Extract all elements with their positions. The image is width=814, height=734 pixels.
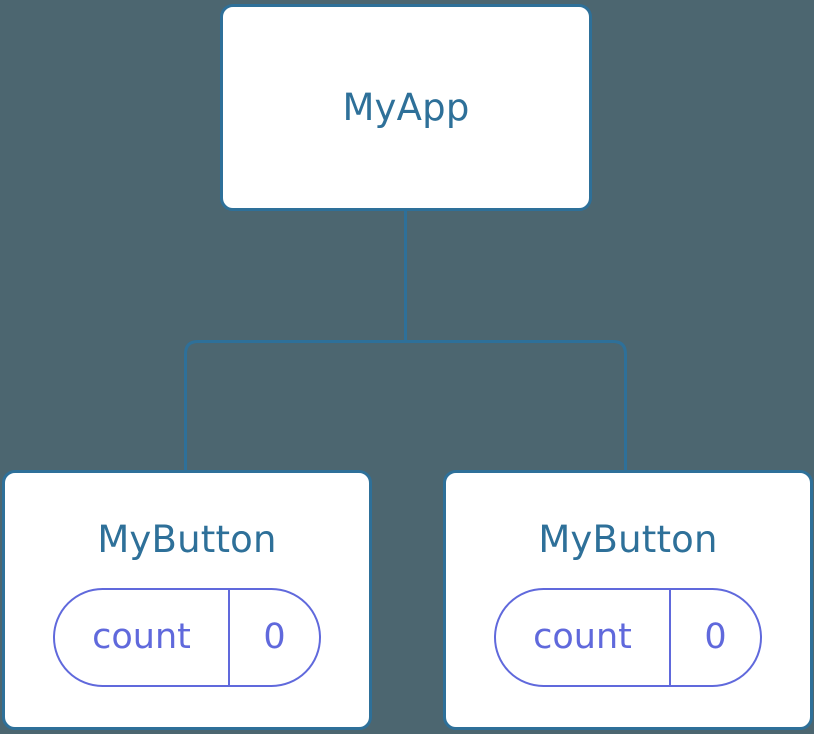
state-value: 0 [704, 617, 727, 657]
node-title: MyButton [97, 518, 277, 561]
state-pill[interactable]: count 0 [494, 588, 762, 687]
node-title: MyApp [342, 86, 470, 129]
state-value: 0 [263, 617, 286, 657]
state-key: count [92, 617, 191, 657]
node-title: MyButton [538, 518, 718, 561]
tree-node-child-0[interactable]: MyButton count 0 [2, 470, 372, 730]
tree-node-child-1[interactable]: MyButton count 0 [443, 470, 813, 730]
state-pill-divider [669, 590, 671, 685]
state-pill-divider [228, 590, 230, 685]
connector-branch-right [405, 340, 627, 472]
tree-node-root[interactable]: MyApp [220, 4, 592, 211]
connector-branch-left [184, 340, 406, 472]
state-pill[interactable]: count 0 [53, 588, 321, 687]
state-key: count [533, 617, 632, 657]
